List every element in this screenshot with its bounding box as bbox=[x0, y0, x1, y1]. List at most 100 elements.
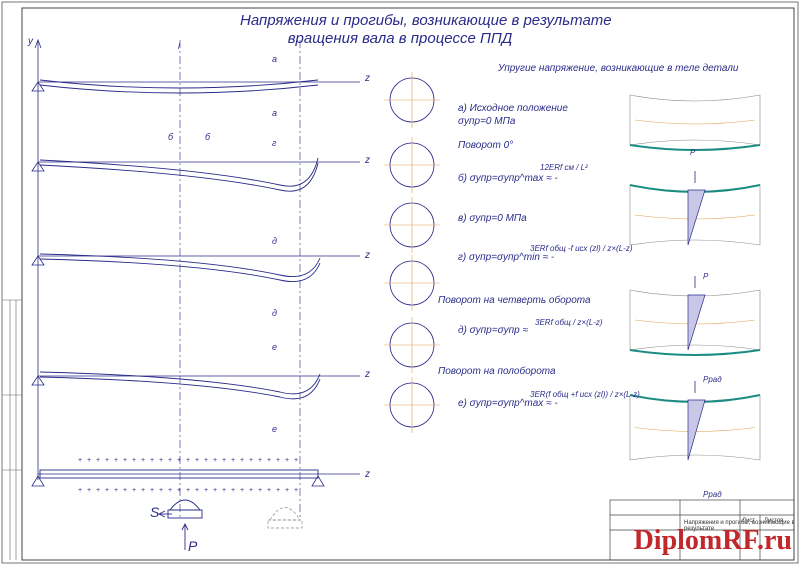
axis-y-label: y bbox=[28, 36, 33, 47]
force-radial-label-2: Pрад bbox=[703, 490, 722, 499]
distributed-load-top: +++++++++++++++++++++++++ bbox=[78, 457, 298, 464]
load-mark: + bbox=[168, 457, 172, 464]
length-label: l bbox=[178, 42, 180, 51]
stress-epure-3 bbox=[687, 294, 706, 351]
rotation-0-label: Поворот 0° bbox=[458, 140, 514, 151]
load-mark: + bbox=[249, 487, 253, 494]
load-mark: + bbox=[87, 457, 91, 464]
shaft-edge-1 bbox=[39, 84, 319, 94]
shaft-1 bbox=[39, 79, 319, 89]
stress-surface-1 bbox=[629, 144, 761, 151]
section-d-label: д bbox=[272, 236, 277, 246]
section-a-label: а bbox=[272, 54, 278, 64]
load-mark: + bbox=[258, 457, 262, 464]
load-mark: + bbox=[123, 487, 127, 494]
load-mark: + bbox=[231, 487, 235, 494]
load-mark: + bbox=[123, 457, 127, 464]
load-mark: + bbox=[195, 487, 199, 494]
case-e-head: е) σупр=σупр^max ≈ - bbox=[458, 398, 558, 409]
load-mark: + bbox=[294, 487, 298, 494]
roller-tool-ghost bbox=[267, 507, 303, 529]
title-line-1: Напряжения и прогибы, возникающие в резу… bbox=[240, 12, 612, 29]
stress-epure-2 bbox=[687, 189, 706, 246]
support-6 bbox=[311, 475, 325, 487]
shaft-edge-4 bbox=[39, 376, 321, 400]
shaft-edge-2 bbox=[39, 162, 319, 192]
load-mark: + bbox=[258, 487, 262, 494]
load-mark: + bbox=[267, 457, 271, 464]
section-d-label-2: д bbox=[272, 308, 277, 318]
load-mark: + bbox=[105, 457, 109, 464]
distributed-load-bottom: +++++++++++++++++++++++++ bbox=[78, 487, 298, 494]
inner-frame bbox=[21, 7, 795, 561]
stress-epure-4 bbox=[687, 399, 706, 461]
section-e-label-2: е bbox=[272, 424, 278, 434]
load-mark: + bbox=[285, 487, 289, 494]
feed-direction-label: S bbox=[150, 504, 160, 520]
neutral-line-1 bbox=[634, 119, 756, 125]
load-mark: + bbox=[204, 457, 208, 464]
load-mark: + bbox=[240, 487, 244, 494]
section-b-label-2: б bbox=[205, 132, 211, 142]
case-b-head: б) σупр=σупр^max ≈ - bbox=[458, 173, 558, 184]
case-e-formula: 3ER(f общ +f исх (zl)) / z×(L-z) bbox=[530, 390, 640, 399]
load-mark: + bbox=[150, 457, 154, 464]
elastic-stress-heading: Упругие напряжение, возникающие в теле д… bbox=[498, 63, 739, 74]
load-mark: + bbox=[159, 487, 163, 494]
load-mark: + bbox=[141, 457, 145, 464]
title-block-sheet: Лист bbox=[742, 518, 756, 524]
load-mark: + bbox=[204, 487, 208, 494]
y-axis bbox=[34, 38, 42, 480]
rotation-quarter-label: Поворот на четверть оборота bbox=[438, 295, 591, 306]
case-a-formula: σупр=0 МПа bbox=[458, 116, 516, 127]
support-4 bbox=[31, 375, 45, 386]
force-label: P bbox=[188, 538, 198, 554]
load-mark: + bbox=[249, 457, 253, 464]
load-mark: + bbox=[231, 457, 235, 464]
load-mark: + bbox=[114, 487, 118, 494]
section-g-label: г bbox=[272, 138, 277, 148]
load-mark: + bbox=[96, 457, 100, 464]
shaft-edge-3 bbox=[39, 258, 321, 283]
section-b-label: б bbox=[168, 132, 174, 142]
title-block-name: Напряжения и прогибы, возникающие в резу… bbox=[684, 520, 795, 532]
rotation-half-label: Поворот на полоборота bbox=[438, 366, 556, 377]
load-mark: + bbox=[177, 457, 181, 464]
section-e-label: е bbox=[272, 342, 278, 352]
load-mark: + bbox=[159, 457, 163, 464]
load-mark: + bbox=[267, 487, 271, 494]
z-label-1: z bbox=[365, 73, 370, 84]
load-mark: + bbox=[276, 457, 280, 464]
force-label-rot0: P bbox=[690, 148, 696, 157]
load-mark: + bbox=[186, 457, 190, 464]
case-a-head: а) Исходное положение bbox=[458, 103, 568, 114]
load-mark: + bbox=[177, 487, 181, 494]
load-mark: + bbox=[213, 487, 217, 494]
case-b-formula: 12ERf см / L² bbox=[540, 163, 588, 172]
load-mark: + bbox=[78, 487, 82, 494]
z-label-5: z bbox=[365, 469, 370, 480]
watermark: DiplomRF.ru bbox=[633, 525, 792, 556]
load-mark: + bbox=[168, 487, 172, 494]
load-mark: + bbox=[141, 487, 145, 494]
case-g-head: г) σупр=σупр^min ≈ - bbox=[458, 252, 555, 263]
load-mark: + bbox=[213, 457, 217, 464]
load-mark: + bbox=[105, 487, 109, 494]
load-mark: + bbox=[222, 487, 226, 494]
load-mark: + bbox=[78, 457, 82, 464]
roller-tool bbox=[157, 499, 203, 550]
support-3 bbox=[31, 255, 45, 266]
shaft-2 bbox=[39, 157, 319, 187]
load-mark: + bbox=[132, 457, 136, 464]
shaft-4 bbox=[39, 371, 321, 395]
z-label-4: z bbox=[365, 369, 370, 380]
force-label-rot1: P bbox=[703, 272, 709, 281]
section-a-label-2: а bbox=[272, 108, 278, 118]
shaft-3 bbox=[39, 253, 321, 278]
load-mark: + bbox=[186, 487, 190, 494]
z-label-3: z bbox=[365, 250, 370, 261]
load-mark: + bbox=[87, 487, 91, 494]
title-block bbox=[609, 499, 795, 561]
force-radial-label-1: Pрад bbox=[703, 375, 722, 384]
